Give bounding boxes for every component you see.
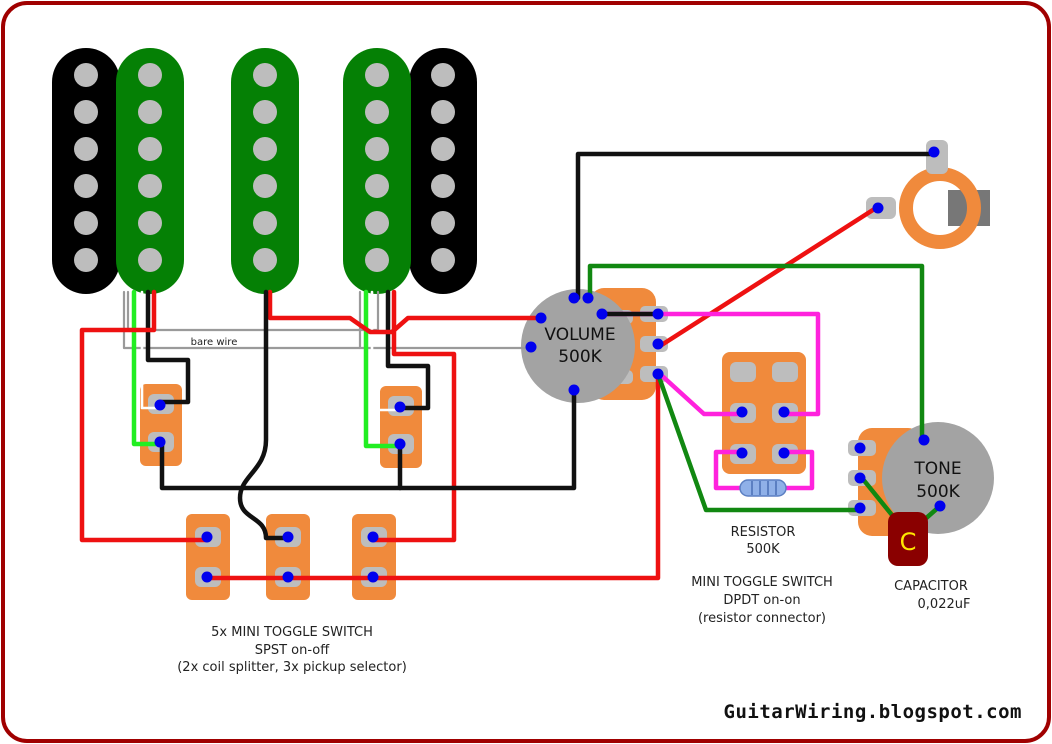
pickup-selector-switch-neck bbox=[352, 514, 396, 600]
tone-ground-wire bbox=[587, 263, 925, 443]
volume-label: VOLUME bbox=[544, 325, 615, 345]
tone-input-wire bbox=[655, 371, 861, 513]
bridge-humbucker-black-coil bbox=[52, 48, 120, 294]
brand-watermark: GuitarWiring.blogspot.com bbox=[724, 701, 1022, 723]
jack-ground-wire bbox=[575, 151, 937, 301]
tone-knob bbox=[882, 422, 994, 534]
tone-pot bbox=[848, 422, 994, 536]
neck-humbucker-green-coil bbox=[343, 48, 411, 294]
solder-points bbox=[154, 146, 946, 583]
dpdt-switch-label: MINI TOGGLE SWITCH bbox=[691, 575, 833, 590]
bridge-humbucker-green-coil bbox=[116, 48, 184, 294]
bare-wire bbox=[122, 290, 362, 350]
bridge-red-lead bbox=[79, 289, 209, 543]
volume-pot bbox=[521, 288, 668, 403]
pickup-selector-switch-middle bbox=[266, 514, 310, 600]
bare-wire-label: bare wire bbox=[191, 337, 238, 348]
resistor-value: 500K bbox=[746, 542, 780, 557]
dpdt-switch-body bbox=[722, 352, 806, 474]
capacitor-value: 0,022uF bbox=[918, 597, 971, 612]
dpdt-switch-note: (resistor connector) bbox=[698, 611, 826, 626]
neck-humbucker-black-coil bbox=[409, 48, 477, 294]
middle-single-coil bbox=[231, 48, 299, 294]
capacitor-symbol: C bbox=[900, 528, 917, 556]
neck-green-lead bbox=[363, 289, 401, 449]
spst-switches-type: SPST on-off bbox=[255, 643, 330, 658]
selector-output-wire bbox=[203, 371, 661, 581]
spst-switches-note: (2x coil splitter, 3x pickup selector) bbox=[177, 660, 407, 675]
resistor-label: RESISTOR bbox=[731, 525, 796, 540]
jack-tip-lug bbox=[926, 140, 948, 174]
middle-black-lead bbox=[237, 289, 293, 541]
bridge-black-lead bbox=[145, 289, 191, 405]
ground-bus bbox=[159, 387, 577, 491]
volume-value: 500K bbox=[558, 347, 602, 367]
capacitor bbox=[888, 512, 928, 566]
tone-value: 500K bbox=[916, 482, 960, 502]
bridge-humbucker bbox=[52, 48, 184, 294]
dpdt-wire-a bbox=[597, 311, 821, 417]
volume-knob bbox=[521, 289, 635, 403]
capacitor-label: CAPACITOR bbox=[894, 579, 968, 594]
dpdt-switch-type: DPDT on-on bbox=[723, 593, 800, 608]
pickup-selector-switch-bridge bbox=[186, 514, 230, 600]
neck-black-lead bbox=[385, 289, 431, 411]
tone-label: TONE bbox=[913, 459, 961, 479]
resistor bbox=[739, 479, 787, 497]
middle-single-coil-body bbox=[231, 48, 299, 294]
wires bbox=[79, 151, 943, 581]
neck-humbucker bbox=[343, 48, 477, 294]
neck-red-lead bbox=[371, 289, 457, 543]
bridge-green-lead bbox=[131, 289, 163, 447]
jack-hot-wire bbox=[657, 205, 879, 349]
spst-switches-label: 5x MINI TOGGLE SWITCH bbox=[211, 625, 373, 640]
middle-red-lead bbox=[267, 289, 543, 335]
dpdt-wire-b bbox=[657, 371, 745, 417]
